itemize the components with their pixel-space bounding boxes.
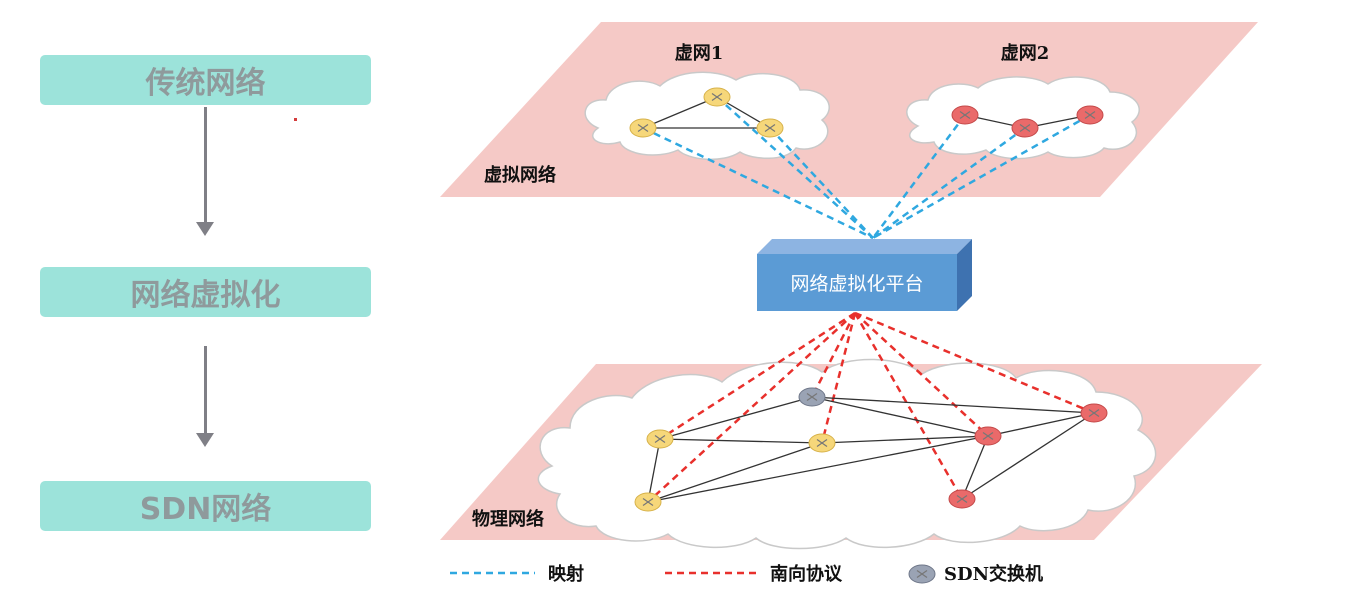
switch-node-red-icon — [1011, 118, 1039, 138]
cloud-vnet2 — [906, 76, 1140, 160]
switch-node-yellow-icon — [634, 492, 662, 512]
platform-label: 网络虚拟化平台 — [790, 273, 923, 295]
flow-step-label: 传统网络 — [145, 66, 266, 101]
sdn-switch-icon — [798, 387, 826, 407]
flow-arrow-1 — [204, 107, 207, 223]
flow-arrow-2 — [204, 346, 207, 434]
sdn-switch-icon — [908, 564, 936, 584]
flow-step-sdn-network: SDN网络 — [40, 481, 371, 531]
switch-node-red-icon — [951, 105, 979, 125]
switch-node-red-icon — [974, 426, 1002, 446]
stray-dot — [294, 118, 297, 121]
flow-step-label: SDN网络 — [139, 492, 272, 527]
legend: 映射 南向协议 SDN交换机 — [450, 563, 1043, 585]
switch-node-yellow-icon — [629, 118, 657, 138]
flow-step-traditional-network: 传统网络 — [40, 55, 371, 105]
legend-southbound-label: 南向协议 — [770, 563, 843, 585]
switch-node-red-icon — [1080, 403, 1108, 423]
arrow-down-icon — [196, 433, 214, 447]
flow-step-label: 网络虚拟化 — [130, 278, 281, 313]
cloud-vnet1 — [584, 71, 830, 161]
legend-sdn-switch-label: SDN交换机 — [944, 563, 1043, 585]
virtual-network-label: 虚拟网络 — [484, 164, 556, 186]
flow-step-network-virtualization: 网络虚拟化 — [40, 267, 371, 317]
vnet2-label: 虚网2 — [1001, 42, 1050, 64]
physical-links — [647, 396, 1095, 503]
cloud-physical-network — [537, 358, 1157, 550]
switch-node-yellow-icon — [808, 433, 836, 453]
switch-node-yellow-icon — [703, 87, 731, 107]
switch-node-red-icon — [1076, 105, 1104, 125]
vnet1-label: 虚网1 — [675, 42, 724, 64]
mapping-lines — [642, 96, 1091, 240]
arrow-down-icon — [196, 222, 214, 236]
southbound-protocol-lines — [647, 311, 1095, 503]
physical-network-label: 物理网络 — [472, 508, 544, 530]
switch-node-red-icon — [948, 489, 976, 509]
virtualization-platform-box: 网络虚拟化平台 — [757, 239, 972, 311]
switch-node-yellow-icon — [756, 118, 784, 138]
switch-node-yellow-icon — [646, 429, 674, 449]
legend-mapping-label: 映射 — [548, 563, 584, 585]
